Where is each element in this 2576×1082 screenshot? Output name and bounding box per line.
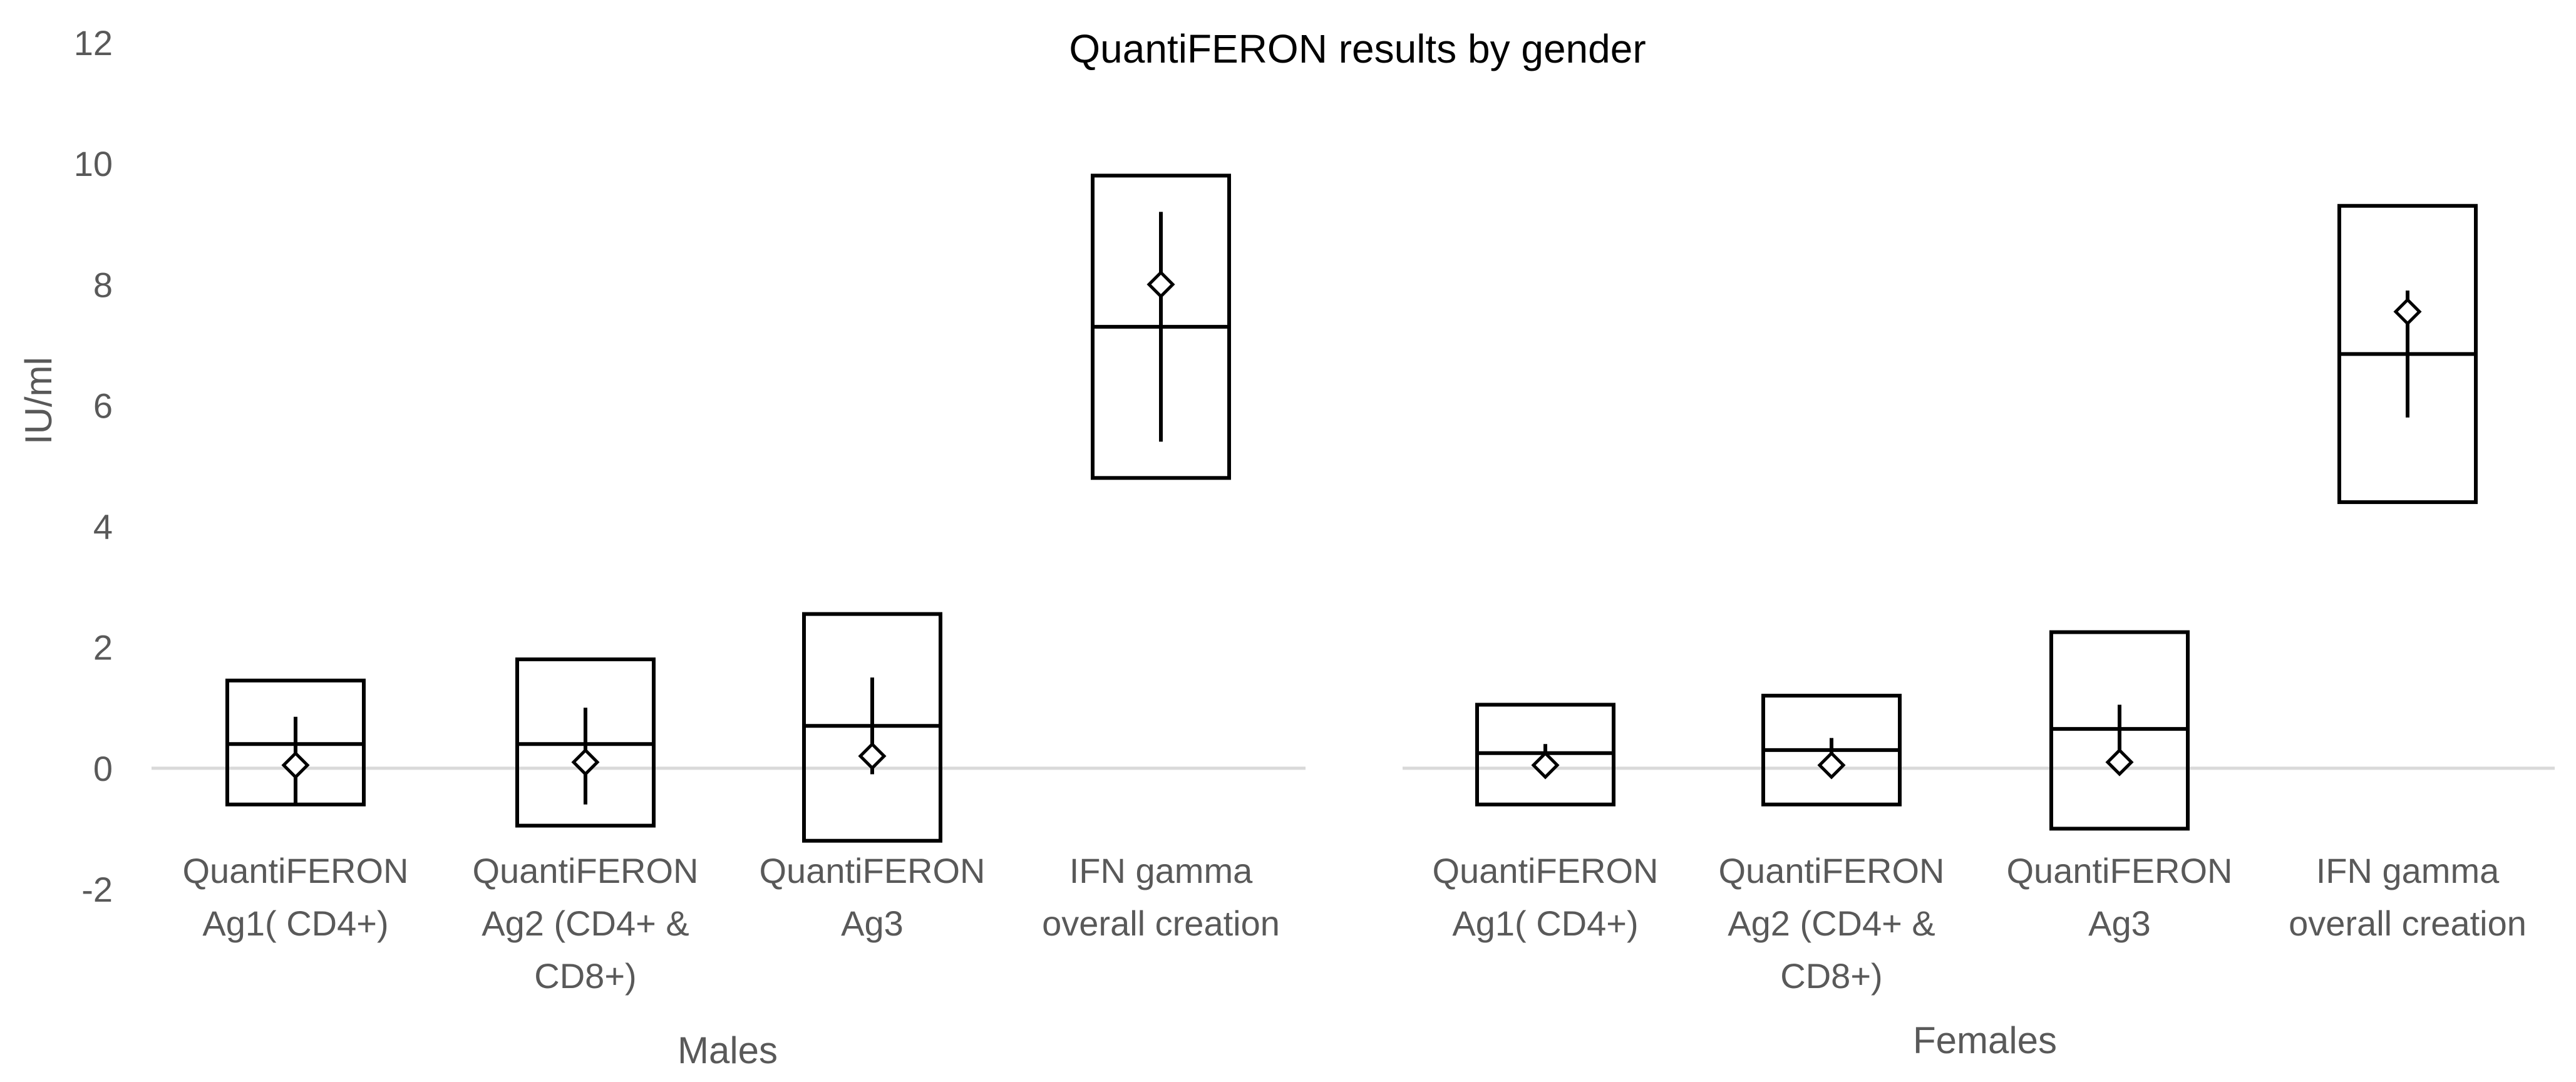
category-label-line: Ag2 (CD4+ & — [482, 904, 689, 943]
y-tick-label: 2 — [93, 628, 113, 667]
category-label-line: Ag2 (CD4+ & — [1728, 904, 1935, 943]
y-tick-label: 0 — [93, 749, 113, 788]
category-label: QuantiFERON Ag2 (CD4+ & CD8+) — [473, 851, 699, 996]
mean-marker — [1146, 270, 1175, 299]
category-label-line: QuantiFERON — [473, 851, 699, 890]
category-label-line: QuantiFERON — [2007, 851, 2233, 890]
category-labels: QuantiFERON Ag1( CD4+) QuantiFERON Ag2 (CD4… — [183, 851, 2527, 996]
category-label-line: QuantiFERON — [760, 851, 986, 890]
category-label: QuantiFERON Ag2 (CD4+ & CD8+) — [1719, 851, 1945, 996]
category-label-line: Ag3 — [841, 904, 904, 943]
mean-marker — [1817, 751, 1846, 780]
box-item — [225, 678, 366, 806]
box-item — [2049, 630, 2190, 831]
category-label: QuantiFERON Ag3 — [760, 851, 986, 943]
y-tick-label: 6 — [93, 386, 113, 425]
group-label: Males — [677, 1029, 778, 1071]
box-item — [1091, 173, 1231, 480]
mean-marker — [858, 742, 887, 771]
mean-marker — [2105, 748, 2134, 776]
chart-title: QuantiFERON results by gender — [1069, 26, 1646, 71]
box-item — [1475, 703, 1615, 806]
y-tick-label: -2 — [81, 870, 113, 909]
box-item — [515, 657, 656, 828]
y-tick-label: 10 — [74, 144, 113, 183]
mean-marker — [281, 751, 310, 780]
category-label-line: overall creation — [1042, 904, 1280, 943]
category-label-line: QuantiFERON — [183, 851, 409, 890]
y-axis-ticks: -2 0 2 4 6 8 10 12 — [74, 23, 113, 909]
y-tick-label: 12 — [74, 23, 113, 63]
category-label-line: IFN gamma — [1069, 851, 1253, 890]
category-label-line: IFN gamma — [2316, 851, 2500, 890]
category-label-line: QuantiFERON — [1719, 851, 1945, 890]
y-tick-label: 8 — [93, 265, 113, 304]
category-label: IFN gamma overall creation — [1042, 851, 1280, 943]
category-label: QuantiFERON Ag1( CD4+) — [1433, 851, 1659, 943]
mean-marker — [1531, 751, 1560, 780]
box-item — [2337, 204, 2478, 504]
category-label-line: CD8+) — [1780, 956, 1882, 996]
y-tick-label: 4 — [93, 507, 113, 547]
y-axis-label: IU/ml — [18, 357, 59, 445]
box-item — [1761, 693, 1902, 806]
mean-marker — [2393, 297, 2422, 326]
group-label: Females — [1913, 1019, 2057, 1061]
category-label: QuantiFERON Ag1( CD4+) — [183, 851, 409, 943]
category-label: IFN gamma overall creation — [2289, 851, 2527, 943]
category-label-line: Ag1( CD4+) — [202, 904, 388, 943]
mean-marker — [571, 748, 600, 776]
group-labels: Males Females — [677, 1019, 2057, 1071]
category-label-line: overall creation — [2289, 904, 2527, 943]
box-item — [802, 612, 942, 843]
category-label-line: CD8+) — [534, 956, 636, 996]
category-label-line: Ag3 — [2088, 904, 2151, 943]
category-label-line: Ag1( CD4+) — [1452, 904, 1638, 943]
box-series — [225, 173, 2478, 843]
category-label: QuantiFERON Ag3 — [2007, 851, 2233, 943]
category-label-line: QuantiFERON — [1433, 851, 1659, 890]
